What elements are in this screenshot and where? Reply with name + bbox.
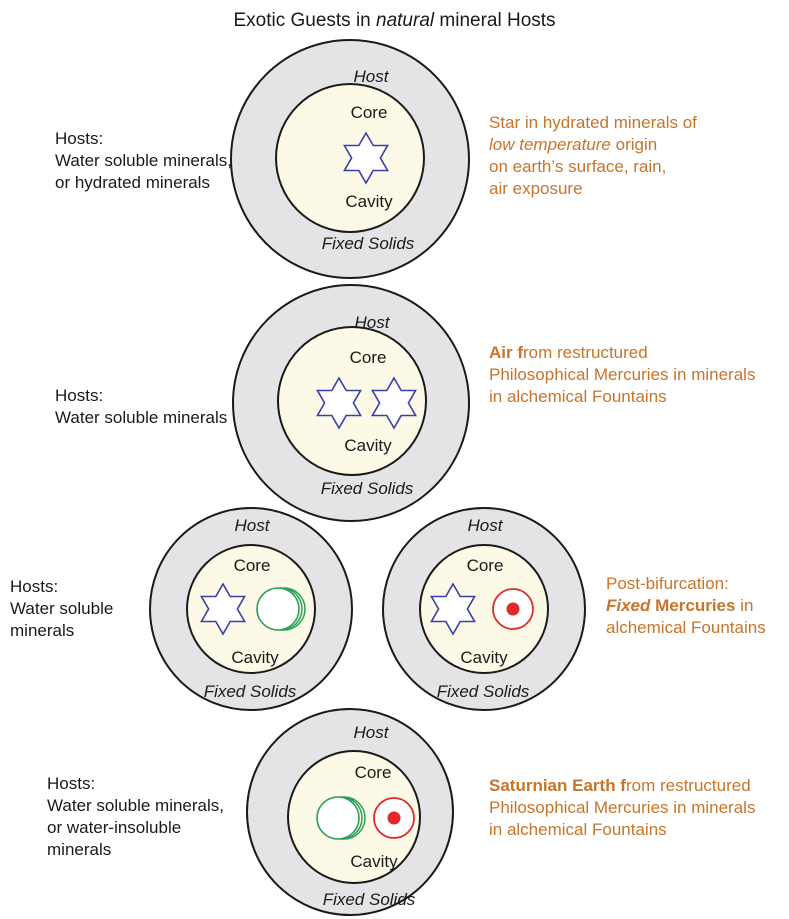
row2-right-note: Air from restructured Philosophical Merc… [489, 342, 755, 408]
core-label: Core [234, 556, 271, 575]
note-line: Philosophical Mercuries in minerals [489, 798, 756, 817]
note-bold-italic: Fixed [606, 596, 651, 615]
mercury-icon [373, 797, 415, 839]
host-label: Host [354, 723, 390, 742]
note-text: rom restructured [523, 343, 648, 362]
host-label: Host [235, 516, 271, 535]
fixed-solids-label: Fixed Solids [322, 234, 415, 253]
note-text: origin [610, 135, 658, 154]
note-line: in alchemical Fountains [489, 387, 667, 406]
note-line: Air from restructured [489, 342, 755, 364]
note-line: low temperature origin [489, 134, 697, 156]
fixed-solids-label: Fixed Solids [437, 682, 530, 701]
note-line: Philosophical Mercuries in minerals [489, 365, 756, 384]
note-emphasis: low temperature [489, 135, 611, 154]
note-line: Fixed Mercuries in [606, 595, 766, 617]
row3-right-note: Post-bifurcation: Fixed Mercuries in alc… [606, 573, 766, 639]
left-label-line: Hosts: [47, 774, 96, 793]
title-emphasis: natural [376, 10, 435, 31]
page-title: Exotic Guests in natural mineral Hosts [0, 10, 789, 32]
fixed-solids-label: Fixed Solids [321, 479, 414, 498]
cavity-label: Cavity [231, 648, 279, 667]
host-label: Host [355, 313, 391, 332]
note-bold: Air f [489, 343, 523, 362]
left-label-line: Water soluble [10, 599, 114, 618]
note-bold: Saturnian Earth f [489, 776, 626, 795]
core-label: Core [350, 348, 387, 367]
note-line: Post-bifurcation: [606, 574, 729, 593]
note-line: on earth’s surface, rain, [489, 157, 667, 176]
mercury-icon [492, 588, 534, 630]
row1-left-label: Hosts: Water soluble minerals, or hydrat… [55, 128, 232, 194]
note-bold: Mercuries [650, 596, 736, 615]
left-label-line: or hydrated minerals [55, 173, 210, 192]
note-text: in [735, 596, 754, 615]
host-diagram-3a: Host Core Cavity Fixed Solids [149, 507, 353, 711]
host-diagram-1: Host Core Cavity Fixed Solids [230, 39, 470, 279]
core-label: Core [351, 103, 388, 122]
host-label: Host [354, 67, 390, 86]
host-diagram-4: Host Core Cavity Fixed Solids [246, 708, 454, 916]
cavity-label: Cavity [344, 436, 392, 455]
row3-left-label: Hosts: Water soluble minerals [10, 576, 113, 642]
cavity-label: Cavity [345, 192, 393, 211]
left-label-line: Hosts: [55, 129, 104, 148]
core-label: Core [467, 556, 504, 575]
host-diagram-2: Host Core Cavity Fixed Solids [232, 284, 470, 522]
left-label-line: Water soluble minerals, [55, 151, 232, 170]
row4-left-label: Hosts: Water soluble minerals, or water-… [47, 773, 224, 861]
row1-right-note: Star in hydrated minerals of low tempera… [489, 112, 697, 200]
note-line: Saturnian Earth from restructured [489, 775, 755, 797]
left-label-line: minerals [10, 621, 75, 640]
row2-left-label: Hosts: Water soluble minerals [55, 385, 227, 429]
note-text: rom restructured [625, 776, 751, 795]
left-label-line: Water soluble minerals, [47, 796, 224, 815]
left-label-line: minerals [47, 840, 112, 859]
note-line: in alchemical Fountains [489, 820, 667, 839]
core-cavity [275, 83, 425, 233]
fixed-solids-label: Fixed Solids [204, 682, 297, 701]
cavity-label: Cavity [350, 852, 398, 871]
left-label-line: Hosts: [10, 577, 59, 596]
note-line: Star in hydrated minerals of [489, 113, 697, 132]
core-cavity [186, 544, 316, 674]
host-diagram-3b: Host Core Cavity Fixed Solids [382, 507, 586, 711]
left-label-line: Hosts: [55, 386, 104, 405]
left-label-line: Water soluble minerals [55, 408, 228, 427]
cavity-label: Cavity [460, 648, 508, 667]
fixed-solids-label: Fixed Solids [323, 890, 416, 909]
title-suffix: mineral Hosts [434, 10, 556, 31]
row4-right-note: Saturnian Earth from restructured Philos… [489, 775, 755, 841]
note-line: air exposure [489, 179, 583, 198]
host-label: Host [468, 516, 504, 535]
title-prefix: Exotic Guests in [233, 10, 377, 31]
left-label-line: or water-insoluble [47, 818, 182, 837]
core-cavity [419, 544, 549, 674]
note-line: alchemical Fountains [606, 618, 766, 637]
core-label: Core [355, 763, 392, 782]
